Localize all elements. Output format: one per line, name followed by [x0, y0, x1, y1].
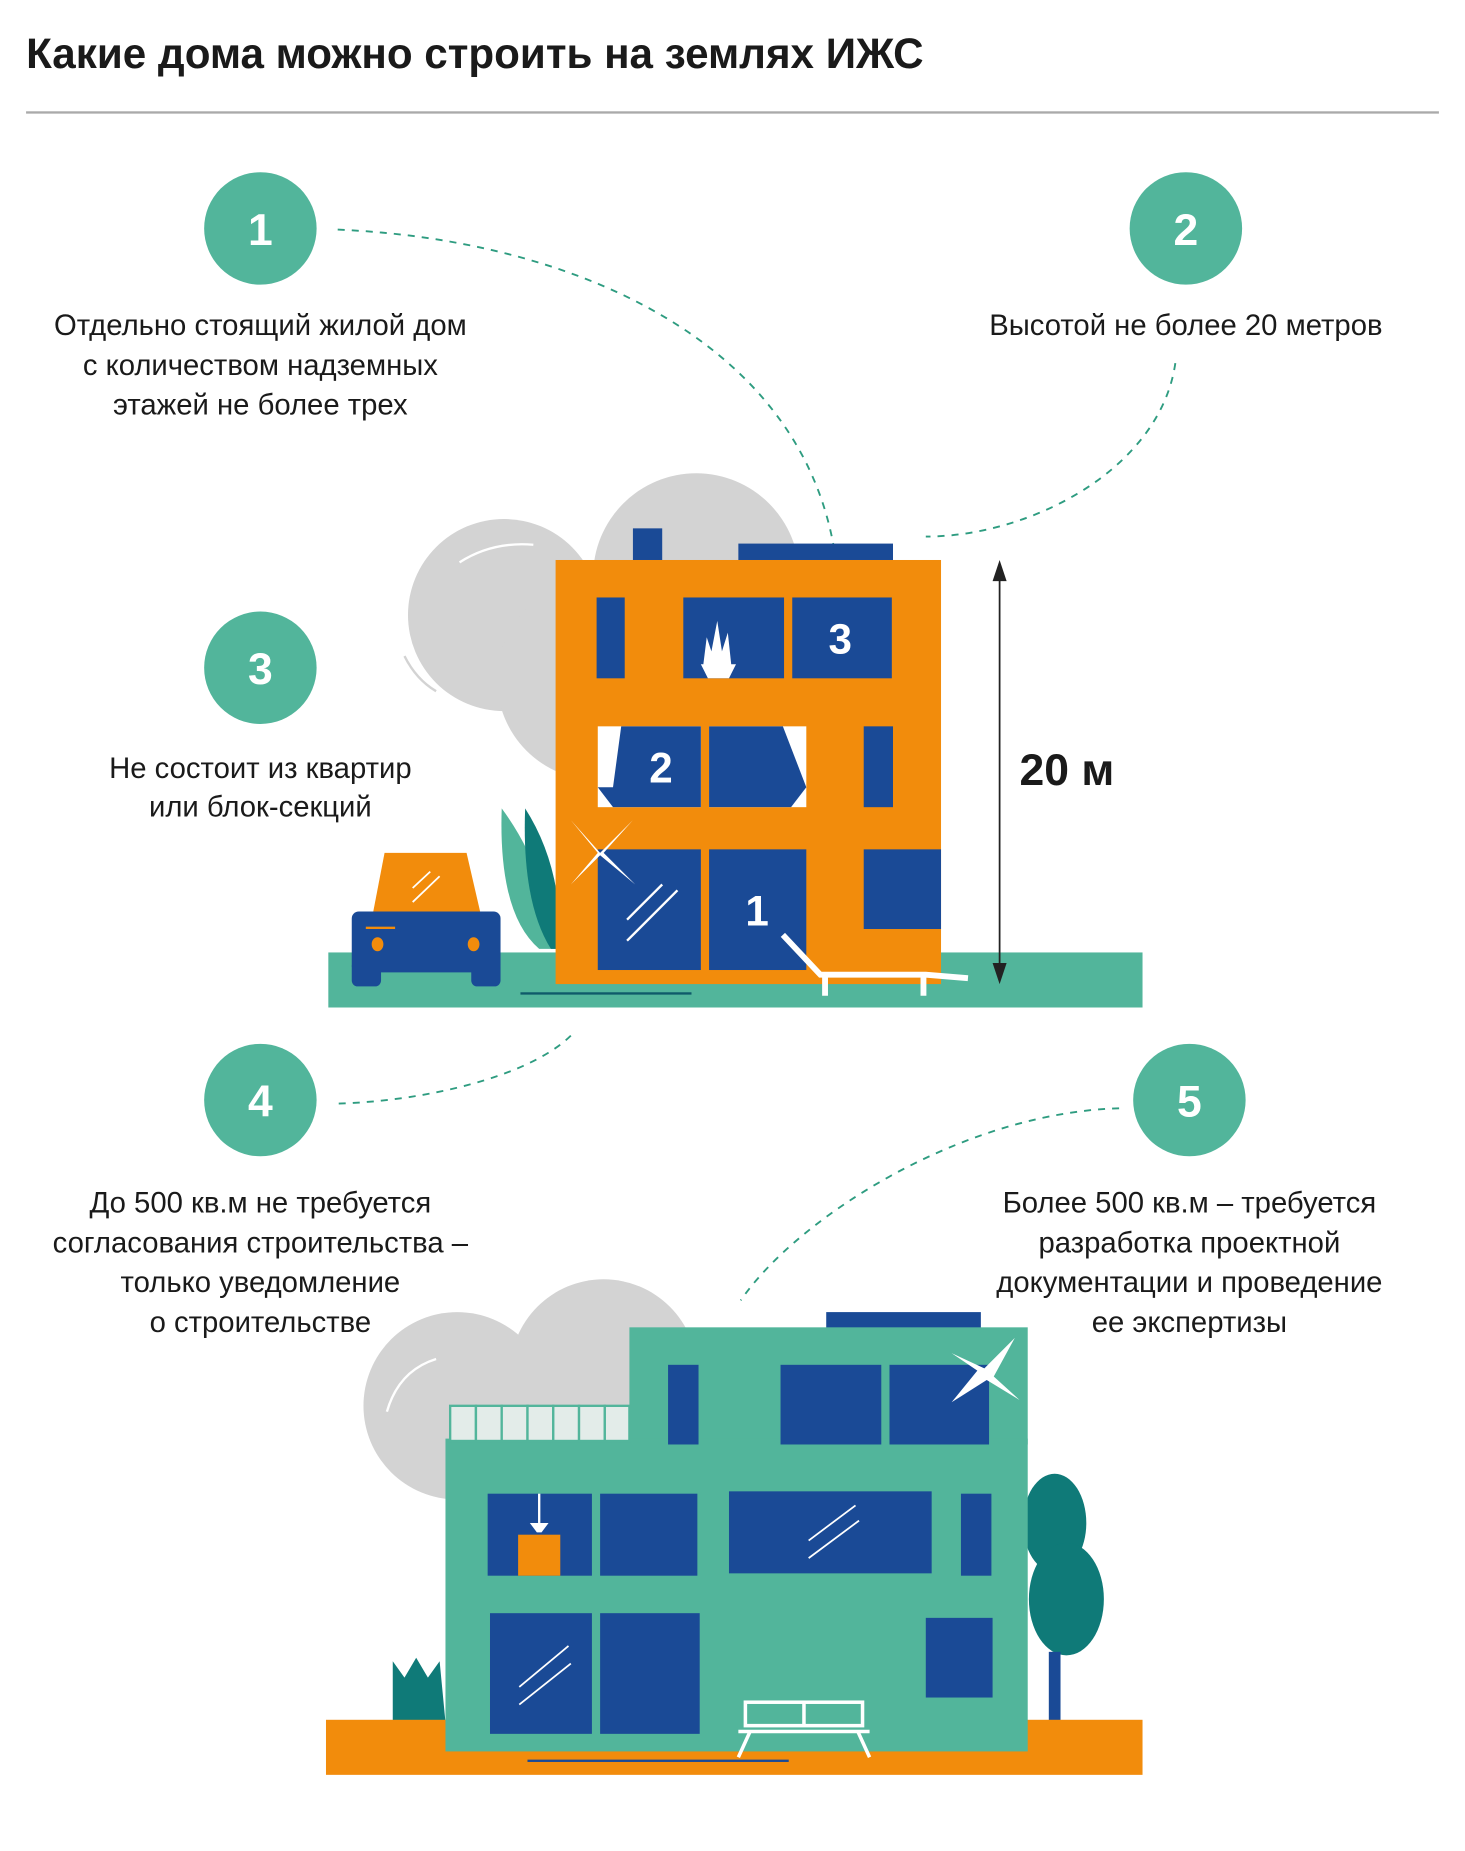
plant-icon	[501, 808, 561, 949]
step-number: 4	[248, 1077, 273, 1126]
chimney	[632, 528, 663, 564]
glass-reflection	[626, 883, 679, 942]
step-badge	[1129, 172, 1243, 285]
window	[489, 1613, 592, 1734]
house-illustration-2	[325, 1279, 1143, 1775]
height-arrow	[992, 559, 1007, 985]
step-text: документации и проведение	[996, 1266, 1382, 1299]
window	[960, 1493, 992, 1576]
step-text: разработка проектной	[1038, 1226, 1340, 1259]
lamp-icon	[518, 1493, 561, 1576]
window	[596, 597, 625, 679]
step-1: 1 Отдельно стоящий жилой дом с количеств…	[54, 172, 467, 422]
window	[925, 1617, 993, 1698]
step-text: Отдельно стоящий жилой дом	[54, 309, 467, 342]
step-text: До 500 кв.м не требуется	[90, 1187, 432, 1220]
window-label: 2	[649, 745, 672, 792]
step-text: или блок-секций	[149, 791, 372, 824]
step-text: этажей не более трех	[113, 389, 408, 422]
window	[600, 1613, 700, 1734]
height-label: 20 м	[1020, 746, 1115, 795]
window	[597, 849, 701, 971]
step-text: Более 500 кв.м – требуется	[1003, 1187, 1377, 1220]
step-badge	[204, 1043, 317, 1157]
step-number: 3	[248, 645, 273, 694]
connector-4	[337, 1034, 572, 1105]
step-badge	[204, 172, 317, 285]
glass-reflection	[808, 1504, 860, 1559]
connector-1	[337, 228, 839, 580]
connector-5	[739, 1107, 1120, 1301]
window-label: 1	[745, 888, 768, 935]
step-text: только уведомление	[121, 1266, 401, 1299]
plant-pot-icon	[700, 620, 737, 679]
step-text: о строительстве	[150, 1306, 372, 1339]
sun-lounger-icon	[780, 932, 969, 996]
window	[728, 1491, 932, 1574]
step-text: согласования строительства –	[53, 1226, 469, 1259]
step-text: Не состоит из квартир	[109, 752, 412, 785]
ground-line	[520, 992, 692, 995]
step-number: 5	[1177, 1077, 1202, 1126]
step-2: 2 Высотой не более 20 метров	[989, 172, 1383, 342]
car-icon	[351, 852, 501, 987]
step-4: 4 До 500 кв.м не требуется согласования …	[53, 1043, 469, 1339]
window-label: 3	[829, 616, 852, 663]
railing	[448, 1404, 631, 1443]
tree-icon	[1023, 1473, 1104, 1723]
window	[792, 597, 892, 679]
step-badge	[1133, 1043, 1246, 1157]
solar-panel	[738, 543, 893, 562]
step-text: Высотой не более 20 метров	[989, 309, 1382, 342]
window	[668, 1364, 699, 1445]
glass-reflection	[518, 1645, 572, 1706]
sparkle-icon	[951, 1337, 1020, 1403]
ground-line	[527, 1759, 789, 1762]
grass-icon	[392, 1657, 446, 1723]
window	[863, 726, 893, 808]
bench-icon	[736, 1700, 872, 1759]
connector-2	[925, 363, 1177, 538]
window	[709, 849, 807, 971]
step-text: с количеством надземных	[83, 349, 438, 382]
step-5: 5 Более 500 кв.м – требуется разработка …	[996, 1043, 1382, 1339]
step-text: ее экспертизы	[1092, 1306, 1287, 1339]
page-title: Какие дома можно строить на землях ИЖС	[26, 30, 923, 77]
solar-panel	[826, 1312, 981, 1329]
step-3: 3 Не состоит из квартир или блок-секций	[109, 611, 412, 824]
window	[600, 1493, 698, 1576]
house-illustration-1: 3 2 1 20 м	[328, 473, 1143, 1008]
window	[863, 849, 942, 930]
window	[780, 1364, 882, 1445]
sparkle-icon	[570, 820, 636, 885]
step-number: 1	[248, 206, 273, 255]
step-number: 2	[1174, 206, 1199, 255]
step-badge	[204, 611, 317, 724]
title-divider	[26, 111, 1439, 114]
